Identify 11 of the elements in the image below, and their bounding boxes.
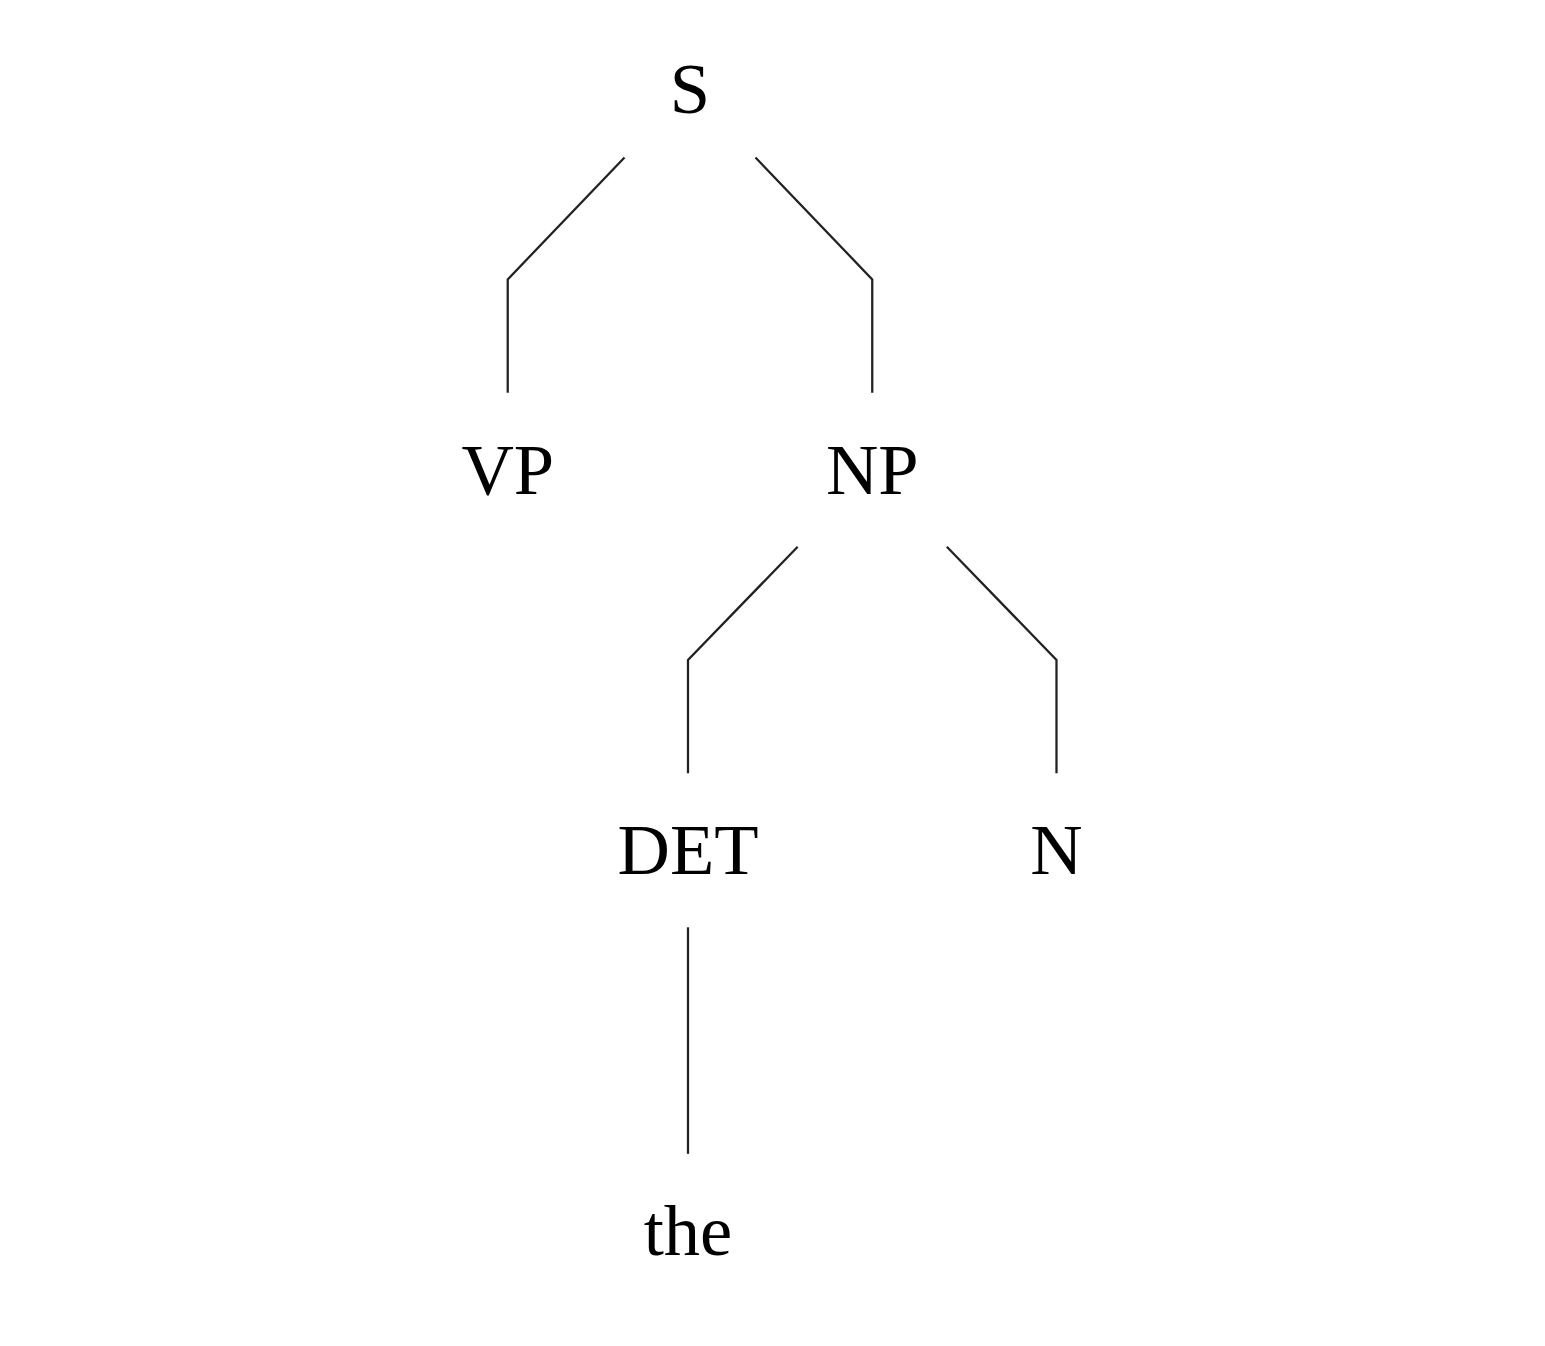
node-text: DET — [618, 809, 759, 890]
node-text: S — [670, 48, 711, 129]
node-text: VP — [461, 428, 555, 509]
node-text: NP — [826, 428, 920, 509]
connector — [946, 545, 1059, 774]
connector — [687, 927, 690, 1154]
connector — [687, 545, 799, 774]
node-text: N — [1030, 809, 1084, 890]
node-text: the — [644, 1190, 733, 1271]
connector — [755, 156, 874, 393]
connector — [507, 156, 626, 393]
